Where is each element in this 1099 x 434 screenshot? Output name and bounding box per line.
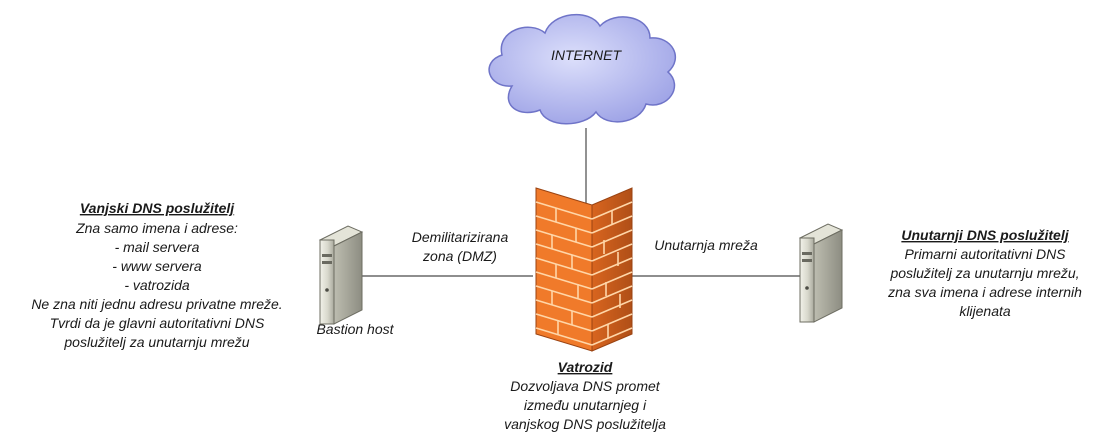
internet-cloud-icon xyxy=(488,13,677,125)
external-dns-line: Tvrdi da je glavni autoritativni DNS xyxy=(50,315,265,331)
internal-server-icon xyxy=(798,223,844,323)
internal-dns-title: Unutarnji DNS poslužitelj xyxy=(901,227,1069,243)
internal-dns-line: klijenata xyxy=(959,303,1011,319)
bastion-host-label: Bastion host xyxy=(316,321,394,337)
internal-network-label: Unutarnja mreža xyxy=(654,237,758,253)
internal-dns-note: Unutarnji DNS poslužitelj Primarni autor… xyxy=(887,227,1082,319)
firewall-title: Vatrozid xyxy=(558,359,613,375)
internet-label: INTERNET xyxy=(551,47,622,63)
firewall-line: Dozvoljava DNS promet xyxy=(510,378,660,394)
external-dns-title: Vanjski DNS poslužitelj xyxy=(80,200,235,216)
internal-dns-line: zna sva imena i adrese internih xyxy=(887,284,1082,300)
external-dns-line: Ne zna niti jednu adresu privatne mreže. xyxy=(31,296,282,312)
firewall-line: između unutarnjeg i xyxy=(524,397,647,413)
dmz-label: Demilitarizirana xyxy=(412,229,509,245)
external-dns-note: Vanjski DNS poslužitelj Zna samo imena i… xyxy=(31,200,282,350)
internal-dns-line: Primarni autoritativni DNS xyxy=(904,246,1066,262)
external-dns-line: - www servera xyxy=(112,258,202,274)
bastion-server-icon xyxy=(318,225,364,325)
internal-dns-line: poslužitelj za unutarnju mrežu, xyxy=(889,265,1079,281)
external-dns-line: - vatrozida xyxy=(124,277,190,293)
firewall-note: Vatrozid Dozvoljava DNS promet između un… xyxy=(504,359,666,432)
firewall-icon xyxy=(535,187,633,352)
external-dns-line: poslužitelj za unutarnju mrežu xyxy=(63,334,249,350)
firewall-line: vanjskog DNS poslužitelja xyxy=(504,416,666,432)
external-dns-line: - mail servera xyxy=(115,239,200,255)
external-dns-line: Zna samo imena i adrese: xyxy=(75,220,238,236)
dmz-label: zona (DMZ) xyxy=(422,248,497,264)
